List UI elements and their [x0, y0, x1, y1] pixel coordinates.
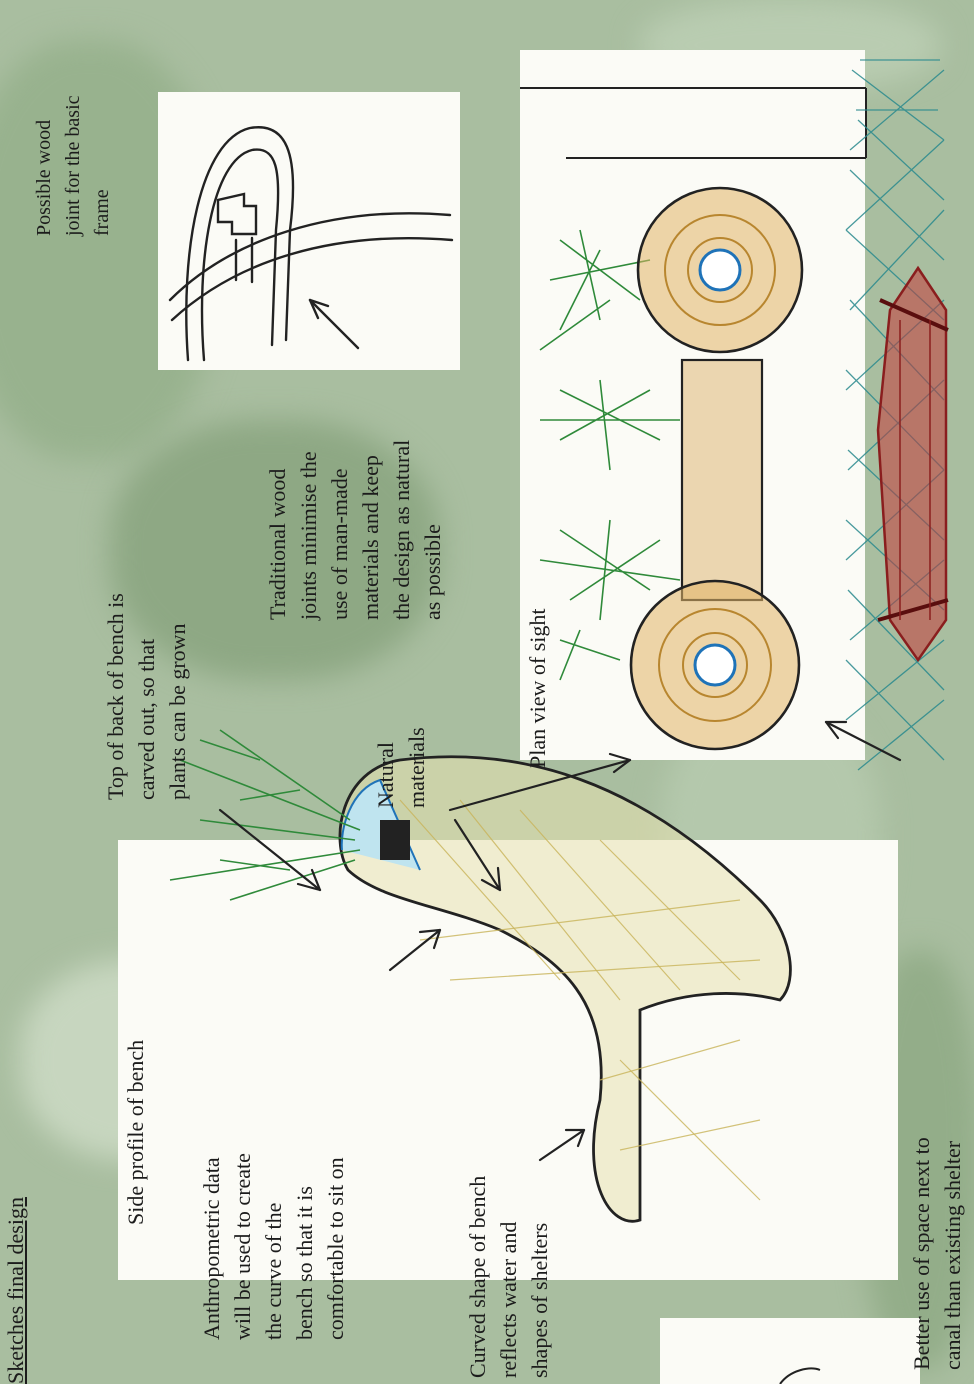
wood-joint-note: Possible wood joint for the basic frame	[30, 6, 117, 236]
page-title: Sketches final design	[0, 824, 31, 1384]
curved-shape-note: Curved shape of bench reflects water and…	[462, 1038, 555, 1378]
traditional-joints-note: Traditional wood joints minimise the use…	[262, 350, 448, 620]
side-profile-bench	[340, 757, 790, 1222]
bench-plants	[170, 730, 360, 900]
side-profile-label: Side profile of bench	[120, 925, 151, 1225]
plan-view-label: Plan view of sight	[522, 528, 553, 768]
anthropometric-note: Anthropometric data will be used to crea…	[196, 1000, 351, 1340]
plan-bench	[631, 188, 802, 749]
plan-view-lines	[520, 88, 866, 158]
better-use-note: Better use of space next to canal than e…	[906, 1010, 968, 1370]
top-back-note: Top of back of bench is carved out, so t…	[100, 500, 193, 800]
shelter-plan	[878, 268, 948, 660]
wood-joint-sketch	[170, 127, 452, 360]
partial-sketch	[780, 1369, 820, 1384]
natural-materials-note: Natural materials	[370, 688, 432, 808]
